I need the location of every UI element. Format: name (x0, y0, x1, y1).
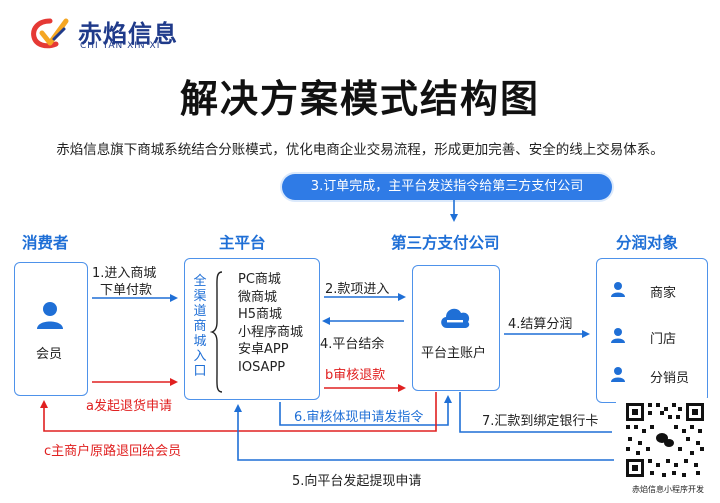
cloud-icon (441, 308, 470, 328)
flow-4b-label: 4.结算分润 (508, 317, 573, 332)
page-subtitle: 赤焰信息旗下商城系统结合分账模式，优化电商企业交易流程，形成更加完善、安全的线上… (56, 142, 664, 158)
flow-5-label: 5.向平台发起提现申请 (292, 474, 422, 489)
qr-caption: 赤焰信息小程序开发 (632, 485, 704, 494)
consumer-label: 会员 (36, 347, 63, 362)
user-icon (611, 282, 625, 297)
flow-1-label-line2: 下单付款 (100, 283, 153, 298)
channel-item: 小程序商城 (238, 324, 304, 340)
user-icon (611, 328, 625, 343)
flow-4-label: 4.平台结余 (320, 337, 385, 352)
logo-name-cn: 赤焰信息 (78, 20, 178, 48)
flow-6-label: 6.审核体现申请发指令 (294, 410, 424, 425)
split-target-distributor: 分销员 (650, 371, 690, 386)
column-header-split-target: 分润对象 (616, 234, 679, 252)
flow-7-label: 7.汇款到绑定银行卡 (482, 414, 599, 429)
flow-2-label: 2.款项进入 (325, 282, 390, 297)
payment-account-label: 平台主账户 (421, 346, 487, 361)
flow-c-label: c主商户原路退回给会员 (44, 444, 182, 459)
brace-icon (210, 271, 223, 393)
platform-channel-list: PC商城 微商城 H5商城 小程序商城 安卓APP IOSAPP (238, 271, 303, 377)
logo-name-en: CHI YAN XIN XI (80, 41, 161, 51)
column-header-consumer: 消费者 (22, 234, 69, 252)
qr-code-image (616, 398, 720, 482)
column-header-main-platform: 主平台 (219, 234, 266, 252)
channel-item: H5商城 (238, 307, 283, 323)
split-target-store: 门店 (650, 332, 677, 347)
user-icon (611, 367, 625, 382)
logo-mark (31, 18, 69, 49)
flow-a-label: a发起退货申请 (86, 399, 172, 414)
column-header-third-party: 第三方支付公司 (391, 234, 500, 252)
channel-item: IOSAPP (238, 359, 286, 375)
channel-item: 安卓APP (238, 342, 289, 358)
user-icon (37, 302, 63, 329)
channel-item: PC商城 (238, 272, 281, 287)
step3-banner: 3.订单完成，主平台发送指令给第三方支付公司 (282, 174, 612, 200)
page-title: 解决方案模式结构图 (179, 77, 540, 121)
split-target-merchant: 商家 (650, 286, 677, 301)
flow-1-label-line1: 1.进入商城 (92, 266, 157, 281)
flow-b-label: b审核退款 (325, 368, 386, 383)
platform-side-label: 全渠道商城入口 (193, 274, 207, 379)
channel-item: 微商城 (238, 289, 278, 305)
